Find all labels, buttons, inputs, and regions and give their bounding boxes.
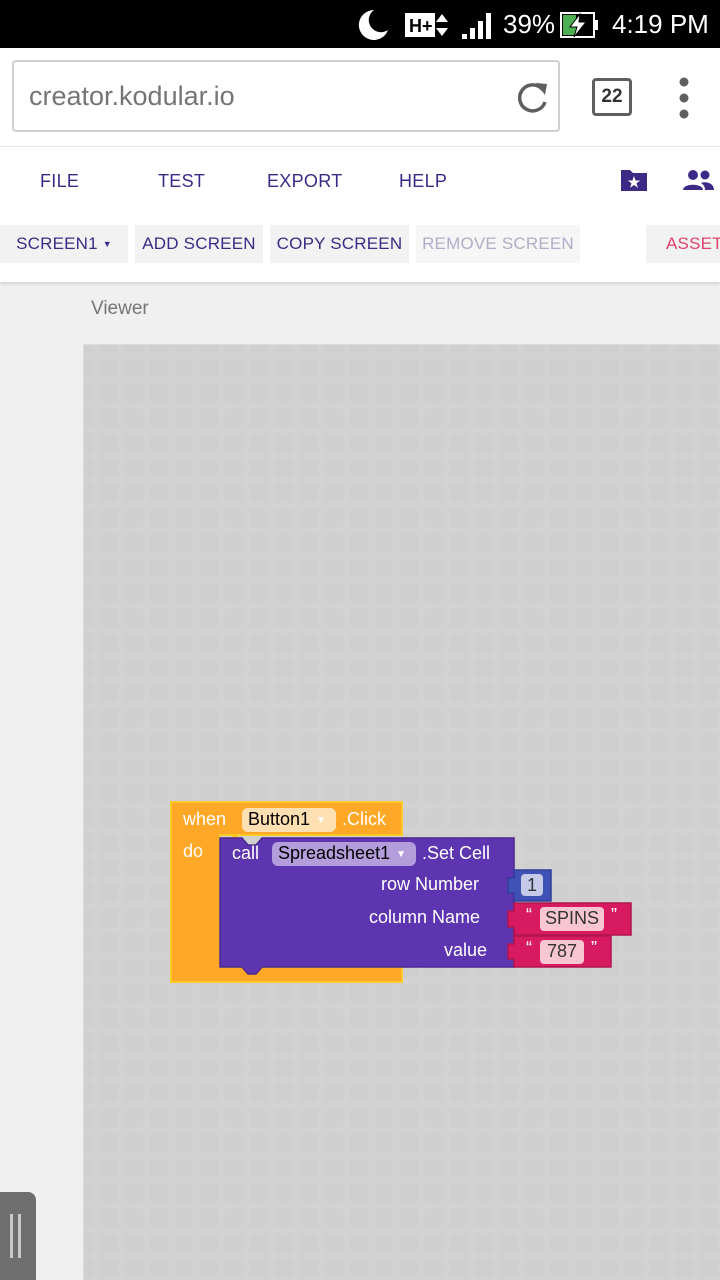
close-quote: ” xyxy=(611,905,617,925)
arg-value-label: value xyxy=(444,940,488,960)
screen-select-label: SCREEN1 xyxy=(16,234,98,253)
do-label: do xyxy=(183,841,204,861)
screen-select-dropdown[interactable]: SCREEN1 ▼ xyxy=(0,225,128,263)
address-bar[interactable]: creator.kodular.io xyxy=(12,60,560,132)
people-icon[interactable] xyxy=(682,167,714,193)
chevron-down-icon: ▼ xyxy=(396,849,406,860)
arg-column-name-label: column Name xyxy=(369,907,481,927)
remove-screen-button[interactable]: REMOVE SCREEN xyxy=(416,225,580,263)
menu-test[interactable]: TEST xyxy=(158,171,206,191)
menu-file[interactable]: FILE xyxy=(40,171,80,191)
chevron-down-icon: ▼ xyxy=(102,239,112,249)
copy-screen-button[interactable]: COPY SCREEN xyxy=(270,225,409,263)
tab-switcher-button[interactable]: 22 xyxy=(592,78,632,116)
menu-help[interactable]: HELP xyxy=(399,171,448,191)
signal-strength-icon xyxy=(462,13,491,39)
event-block-shape xyxy=(170,801,403,983)
handle-grip-line xyxy=(18,1214,21,1258)
arg-row-number-label: row Number xyxy=(381,874,480,894)
handle-grip-line xyxy=(10,1214,13,1258)
battery-charging-icon xyxy=(560,12,598,38)
when-label: when xyxy=(183,809,227,829)
drawer-handle[interactable] xyxy=(0,1192,36,1280)
event-name-label: .Click xyxy=(342,809,386,829)
assets-button[interactable]: ASSET xyxy=(646,225,720,263)
blocks-canvas xyxy=(170,801,632,983)
method-name-label: .Set Cell xyxy=(422,843,491,863)
url-text[interactable]: creator.kodular.io xyxy=(29,81,235,111)
menu-export[interactable]: EXPORT xyxy=(267,171,343,191)
number-value[interactable]: 1 xyxy=(521,874,543,896)
call-label: call xyxy=(232,843,260,863)
component-name-button1: Button1 xyxy=(248,809,311,829)
text-value-787[interactable]: 787 xyxy=(540,940,584,964)
more-options-icon[interactable] xyxy=(676,76,692,120)
clock-time: 4:19 PM xyxy=(612,9,709,39)
battery-percent: 39% xyxy=(503,9,556,39)
network-type-icon: H+ xyxy=(405,13,448,37)
app-toolbar: FILE TEST EXPORT HELP SCREEN1 ▼ ADD SCREE… xyxy=(0,146,720,282)
component-name-spreadsheet1: Spreadsheet1 xyxy=(278,843,391,863)
do-not-disturb-moon-icon xyxy=(358,9,388,40)
chevron-down-icon: ▼ xyxy=(316,815,326,826)
open-quote: “ xyxy=(526,905,532,925)
blocks-workspace[interactable]: when Button1 ▼ .Click do call Spreadsheet… xyxy=(83,344,720,1280)
text-value-spins[interactable]: SPINS xyxy=(540,907,604,931)
browser-toolbar: creator.kodular.io 22 xyxy=(0,48,720,146)
component-dropdown-button1[interactable]: Button1 ▼ xyxy=(242,808,336,832)
close-quote: ” xyxy=(591,938,597,958)
starred-folder-icon[interactable] xyxy=(620,167,648,193)
open-quote: “ xyxy=(526,938,532,958)
status-bar: H+ 39% 4:19 PM xyxy=(0,0,720,48)
component-dropdown-spreadsheet1[interactable]: Spreadsheet1 ▼ xyxy=(272,842,416,866)
network-type-label: H+ xyxy=(409,16,433,36)
reload-icon[interactable] xyxy=(512,78,552,118)
add-screen-button[interactable]: ADD SCREEN xyxy=(135,225,263,263)
viewer-label: Viewer xyxy=(91,298,149,319)
